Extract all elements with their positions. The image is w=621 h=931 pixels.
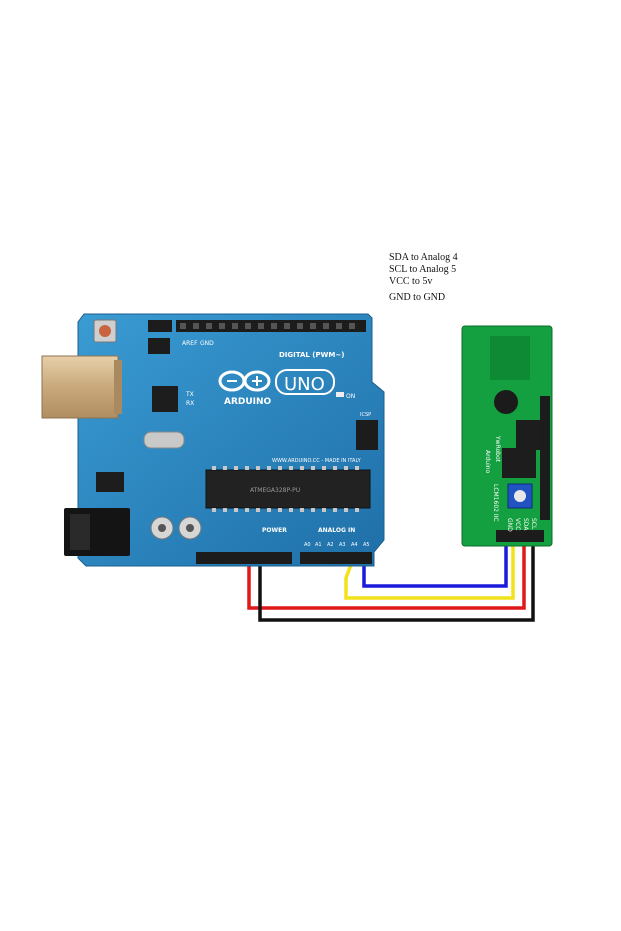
wire-yellow: [344, 540, 515, 600]
label-on: ON: [346, 393, 355, 400]
uno-badge: [275, 369, 335, 395]
wire-bundle: [247, 540, 535, 622]
pin-a3: A3: [339, 542, 346, 548]
wire-black: [258, 540, 535, 622]
wire-blue: [362, 540, 508, 588]
label-aref: AREF: [182, 340, 198, 347]
chip-label: ATMEGA328P-PU: [250, 487, 300, 494]
icsp-header-right: [356, 420, 378, 450]
pin-a1: A1: [315, 542, 322, 548]
pin-a0: A0: [304, 542, 311, 548]
wire-red: [247, 540, 526, 610]
power-header: [196, 552, 292, 564]
arduino-logo-text: ARDUINO: [224, 397, 272, 407]
label-website: WWW.ARDUINO.CC - MADE IN ITALY: [272, 458, 362, 464]
lcd-pin-scl: SCL: [530, 518, 537, 530]
arduino-logo: [218, 370, 271, 392]
pin-a2: A2: [327, 542, 334, 548]
lcd-pin-gnd: GND: [506, 518, 513, 532]
uno-text: UNO: [284, 374, 325, 395]
icsp-header-top: [148, 338, 170, 354]
lcd-i2c-module: YwRobot Arduino LCM1602 IIC GND VCC SDA …: [461, 325, 553, 547]
lcd-model: LCM1602 IIC: [492, 484, 499, 522]
arduino-board: AREF GND DIGITAL (PWM~) ARDUINO UNO ON T…: [41, 313, 385, 567]
lcd-pin-sda: SDA: [522, 518, 529, 531]
note-sda: SDA to Analog 4: [389, 252, 458, 263]
usb-connector: [41, 355, 119, 419]
lcd-ic: [516, 420, 542, 450]
note-vcc: VCC to 5v: [389, 276, 433, 287]
voltage-regulator: [96, 472, 124, 492]
lcd-subtitle: Arduino: [484, 450, 491, 474]
pin-a4: A4: [351, 542, 358, 548]
label-digital: DIGITAL (PWM~): [279, 351, 344, 359]
wiring-notes: SDA to Analog 4 SCL to Analog 5 VCC to 5…: [389, 252, 458, 304]
capacitors: [150, 516, 202, 540]
pin-a5: A5: [363, 542, 370, 548]
atmega-chip: [205, 469, 371, 509]
note-gnd: GND to GND: [389, 292, 446, 303]
lcd-chip: [502, 448, 536, 478]
label-rx: RX: [186, 400, 194, 407]
label-tx: TX: [185, 391, 194, 398]
note-scl: SCL to Analog 5: [389, 264, 457, 275]
usb-chip: [152, 386, 178, 412]
lcd-pin-header: [496, 530, 544, 542]
label-icsp: ICSP: [360, 412, 371, 418]
label-power: POWER: [262, 527, 287, 534]
label-analog: ANALOG IN: [318, 527, 355, 534]
crystal: [143, 431, 185, 449]
lcd-pin-header-side: [540, 396, 550, 520]
analog-header: [300, 552, 372, 564]
lcd-brand: YwRobot: [494, 435, 501, 463]
lcd-pin-vcc: VCC: [514, 518, 521, 530]
label-gnd-top: GND: [200, 340, 214, 347]
